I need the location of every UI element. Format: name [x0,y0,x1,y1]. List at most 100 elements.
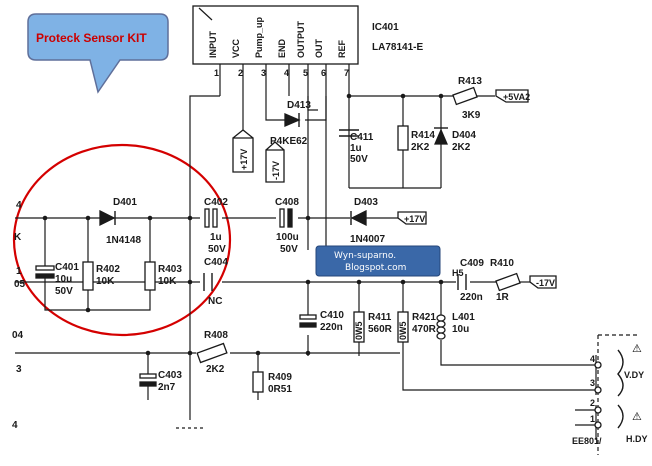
svg-text:R411: R411 [368,312,392,323]
junction-dots [42,93,444,356]
c409-capacitor: C409 220n H5 [452,258,484,303]
svg-text:220n: 220n [460,292,483,303]
svg-text:C410: C410 [320,310,344,321]
svg-text:10u: 10u [452,324,469,335]
svg-text:50V: 50V [55,286,73,297]
svg-text:D403: D403 [354,197,378,208]
ic-pin-num-7: 7 [344,68,349,78]
svg-text:4: 4 [590,354,595,364]
highlight-ellipse [12,143,232,337]
svg-text:3K9: 3K9 [462,110,481,121]
c402-capacitor: C402 1u 50V [204,197,228,255]
supply-17v-tag-d: -17V [529,275,557,289]
warning-icon: ⚠ [632,410,642,423]
supply-5va2-tag: +5VA2 [495,89,530,103]
svg-text:05: 05 [14,279,26,290]
svg-text:R410: R410 [490,258,514,269]
svg-text:100u: 100u [276,232,299,243]
svg-text:0W5: 0W5 [398,321,408,340]
r411-resistor: 0W5 R411 560R [353,311,393,343]
d403-diode: D403 1N4007 [350,197,385,245]
svg-text:2: 2 [590,398,595,408]
r413-resistor: R413 3K9 [452,76,482,121]
svg-text:0W5: 0W5 [354,321,364,340]
r402-resistor: R402 10K [82,261,120,291]
svg-text:1: 1 [590,414,595,424]
svg-text:10K: 10K [96,276,115,287]
svg-text:50V: 50V [208,244,226,255]
c401-capacitor: C401 10u 50V [35,262,79,297]
ic-pin-num-1: 1 [214,68,219,78]
svg-text:1N4148: 1N4148 [106,235,141,246]
svg-text:3: 3 [590,378,595,388]
c411-capacitor: C411 1u 50V [339,129,374,165]
l401-inductor: L401 10u [436,312,475,340]
svg-text:1u: 1u [350,143,362,154]
d413-diode: D413 P4KE62 [270,100,311,147]
svg-text:C402: C402 [204,197,228,208]
svg-text:1: 1 [16,266,22,277]
r421-resistor: 0W5 R421 470R [397,311,437,343]
d401-diode: D401 1N4148 [99,197,141,246]
svg-text:2K2: 2K2 [411,142,430,153]
ic-pin-label-output: OUTPUT [296,21,306,59]
svg-text:-17V: -17V [271,161,281,180]
svg-text:C403: C403 [158,370,182,381]
connector-label: EE801/ [572,436,602,446]
svg-text:R402: R402 [96,264,120,275]
c408-capacitor: C408 100u 50V [275,197,299,255]
r409-resistor: R409 0R51 [252,371,292,395]
svg-text:-17V: -17V [536,278,555,288]
svg-text:04: 04 [12,330,24,341]
svg-text:2K2: 2K2 [452,142,471,153]
ic-pin-label-input: INPUT [208,30,218,58]
svg-text:K: K [14,232,22,243]
svg-text:P4KE62: P4KE62 [270,136,308,147]
svg-text:D404: D404 [452,130,476,141]
ic401-block: IC401 LA78141-E INPUT VCC Pump_up END OU… [192,5,423,96]
edge-labels: 4 K 1 05 04 3 4 [12,200,26,431]
svg-text:+5VA2: +5VA2 [503,92,530,102]
svg-text:4: 4 [12,420,18,431]
svg-text:R414: R414 [411,130,435,141]
svg-text:R403: R403 [158,264,182,275]
ic-pin-num-6: 6 [321,68,326,78]
svg-text:470R: 470R [412,324,437,335]
hdy-label: H.DY [626,434,648,444]
wiring [15,95,640,455]
svg-text:R409: R409 [268,372,292,383]
c404-capacitor: C404 NC [203,257,228,307]
vdy-label: V.DY [624,370,644,380]
svg-text:+17V: +17V [404,214,425,224]
r414-resistor: R414 2K2 [397,125,435,153]
r408-resistor: R408 2K2 [196,330,228,375]
svg-text:50V: 50V [280,244,298,255]
svg-text:C401: C401 [55,262,79,273]
ic-pin-num-3: 3 [261,68,266,78]
svg-text:2n7: 2n7 [158,382,176,393]
yoke-connector: 4 3 2 1 V.DY H.DY EE801/ ⚠ ⚠ [572,342,648,446]
ic-pin-label-ref: REF [337,39,347,58]
svg-text:2K2: 2K2 [206,364,225,375]
d404-zener: D404 2K2 [434,127,476,153]
supply-17v-tag-a: +17V [232,129,254,173]
svg-text:C411: C411 [350,132,374,143]
svg-text:L401: L401 [452,312,475,323]
svg-text:4: 4 [16,200,22,211]
svg-text:R408: R408 [204,330,228,341]
watermark-box: Wyn-suparno. Blogspot.com [315,245,441,277]
supply-17v-tag-c: +17V [397,211,427,225]
svg-text:10u: 10u [55,274,72,285]
svg-text:10K: 10K [158,276,177,287]
svg-text:H5: H5 [452,268,464,278]
svg-text:Blogspot.com: Blogspot.com [345,263,406,273]
svg-text:1u: 1u [210,232,222,243]
ic-name: IC401 [372,22,399,33]
svg-text:Wyn-suparno.: Wyn-suparno. [334,251,396,261]
ic-pin-label-pumpup: Pump_up [254,16,264,58]
callout-text: Proteck Sensor KIT [36,31,147,45]
svg-text:1R: 1R [496,292,510,303]
c403-capacitor: C403 2n7 [139,370,182,393]
r410-resistor: R410 1R [490,258,521,303]
